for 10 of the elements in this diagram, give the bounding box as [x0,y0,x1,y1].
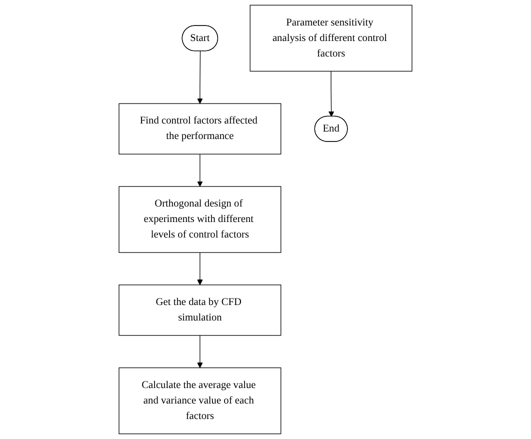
arrow [197,335,203,368]
node-box: Parameter sensitivity analysis of different control factors [250,4,412,72]
arrow [197,252,203,286]
node-box: Find control factors affected the performance [118,103,282,154]
node-box: Orthogonal design of experiments with different levels of control factors [118,186,282,253]
node-box: Calculate the average value and variance value of each factors [118,367,282,434]
arrow [328,70,334,117]
node-box: Get the data by CFD simulation [118,284,282,336]
arrow [197,154,203,187]
arrow [197,50,203,104]
